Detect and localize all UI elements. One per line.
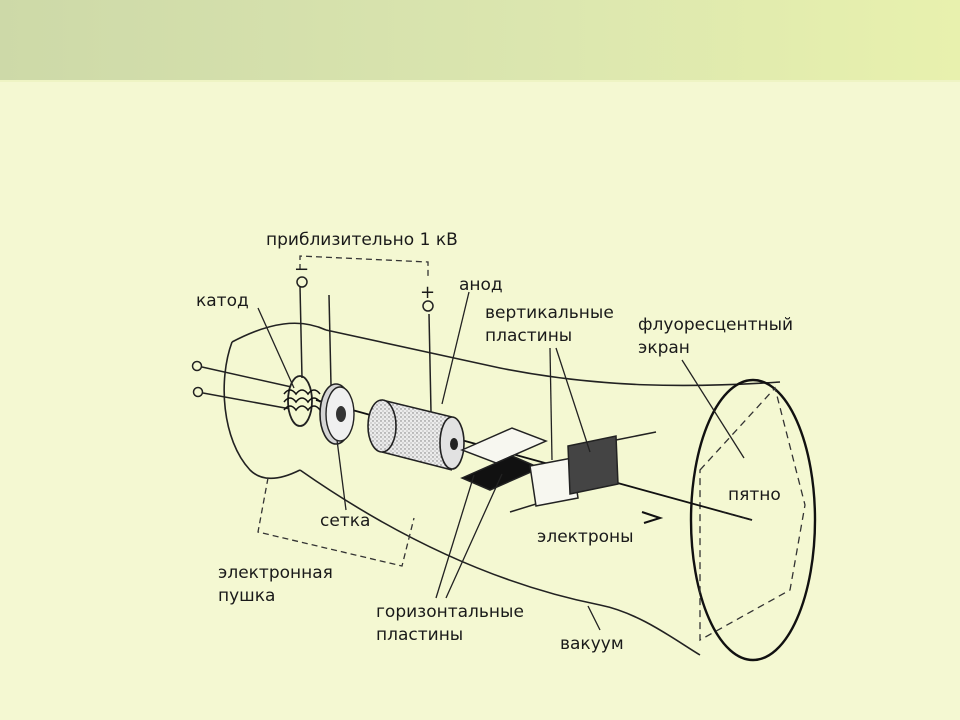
anode: [367, 300, 465, 471]
label-anode: анод: [459, 275, 503, 295]
label-screen-1: флуоресцентный: [638, 315, 793, 335]
spot-dash: [721, 511, 753, 521]
label-horizontal-plates-2: пластины: [376, 625, 463, 645]
label-vertical-plates-2: пластины: [485, 326, 572, 346]
label-vacuum: вакуум: [560, 634, 624, 654]
fluorescent-screen: [689, 378, 817, 662]
label-vertical-plates-1: вертикальные: [485, 303, 614, 323]
electrons-arrow: [641, 511, 664, 524]
label-grid: сетка: [320, 511, 370, 531]
tube-envelope: [223, 322, 781, 656]
label-voltage: приблизительно 1 кВ: [266, 230, 458, 250]
cathode: [283, 276, 321, 427]
label-gun-2: пушка: [218, 586, 275, 606]
label-electrons: электроны: [537, 527, 634, 547]
cathode-leads: [191, 360, 297, 411]
label-screen-2: экран: [638, 338, 690, 358]
voltage-bracket: [299, 255, 429, 276]
plus-sign: +: [420, 282, 435, 303]
leader-lines: [257, 291, 745, 631]
minus-sign: −: [294, 259, 309, 280]
screen-inner-dashed: [699, 386, 806, 642]
label-spot: пятно: [728, 485, 781, 505]
grid-electrode: [319, 294, 355, 445]
vertical-plates: [509, 431, 657, 513]
label-horizontal-plates-1: горизонтальные: [376, 602, 524, 622]
label-cathode: катод: [196, 291, 249, 311]
label-gun-1: электронная: [218, 563, 333, 583]
slide-header-band: [0, 0, 960, 82]
